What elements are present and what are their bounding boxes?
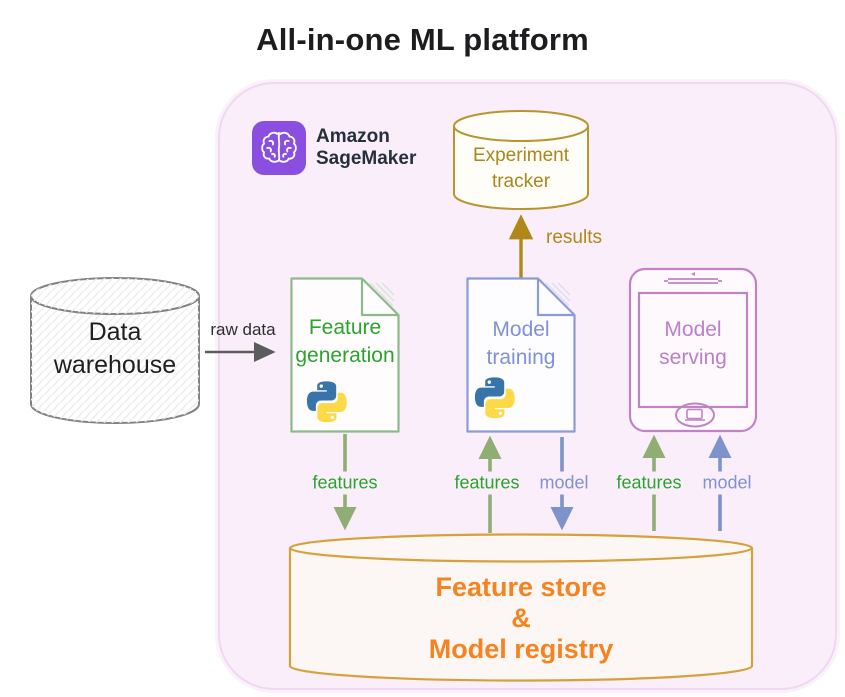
model-training-document (466, 277, 576, 433)
sagemaker-logo: Amazon SageMaker (252, 121, 416, 175)
tablet-top-bar (664, 272, 722, 284)
sagemaker-brain-icon (252, 121, 306, 175)
sagemaker-wordmark-line2: SageMaker (316, 148, 417, 169)
sagemaker-wordmark-line1: Amazon (316, 126, 390, 147)
experiment-tracker-cylinder (453, 110, 589, 210)
model-serving-tablet (628, 267, 758, 433)
feature-store-cylinder (288, 533, 754, 682)
feature-generation-document (290, 277, 400, 433)
page-title: All-in-one ML platform (256, 22, 589, 57)
data-warehouse-cylinder (30, 277, 200, 424)
python-logo-icon (306, 381, 347, 423)
python-logo-icon (474, 377, 515, 419)
tablet-home-button (675, 402, 715, 428)
sagemaker-wordmark: Amazon SageMaker (316, 126, 416, 170)
fold-hatch (369, 282, 395, 307)
fold-hatch (545, 282, 571, 307)
